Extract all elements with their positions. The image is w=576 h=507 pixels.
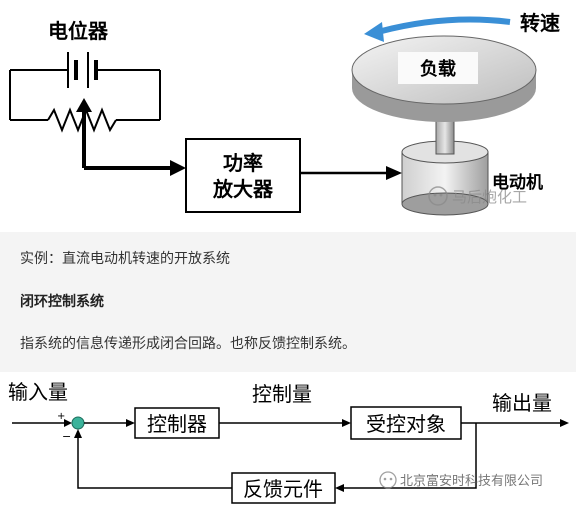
plus-sign: +: [57, 411, 65, 422]
load-disc: [351, 35, 537, 122]
amplifier-label-line1: 功率: [223, 151, 263, 175]
feedback-path-return: [77, 436, 232, 489]
plant-block: [350, 406, 462, 440]
watermark-bottom: 北京富安时科技有限公司: [379, 471, 543, 489]
power-amplifier-block: [185, 138, 301, 213]
feedback-block: [231, 472, 336, 504]
load-label: 负载: [420, 58, 456, 80]
plant-label: 受控对象: [366, 412, 446, 436]
watermark-top-text: 马后炮化工: [452, 188, 527, 206]
speed-label: 转速: [520, 11, 560, 35]
controller-label: 控制器: [147, 412, 207, 436]
definition-text: 指系统的信息传递形成闭合回路。也称反馈控制系统。: [20, 336, 356, 352]
output-label: 输出量: [492, 391, 552, 415]
controller-block: [134, 407, 220, 439]
watermark-top: 马后炮化工: [428, 186, 527, 206]
amplifier-label-line2: 放大器: [212, 177, 274, 201]
feedback-label: 反馈元件: [243, 477, 323, 501]
watermark-bottom-text: 北京富安时科技有限公司: [400, 473, 543, 489]
text-section: [0, 232, 576, 372]
control-label: 控制量: [252, 382, 312, 406]
amplifier-to-motor-arrowhead: [386, 166, 402, 180]
potentiometer-circuit: [9, 52, 161, 133]
section-heading: 闭环控制系统: [20, 294, 104, 310]
input-label: 输入量: [8, 380, 68, 404]
motor-label: 电动机: [492, 172, 543, 193]
potentiometer-label: 电位器: [48, 19, 109, 43]
potentiometer-wiper: [76, 98, 186, 176]
caption-text: 实例：直流电动机转速的开放系统: [20, 251, 230, 267]
summing-junction: [71, 416, 85, 430]
minus-sign: −: [62, 430, 71, 443]
rotation-arrow: [377, 16, 511, 35]
rotation-arrowhead: [364, 22, 384, 42]
